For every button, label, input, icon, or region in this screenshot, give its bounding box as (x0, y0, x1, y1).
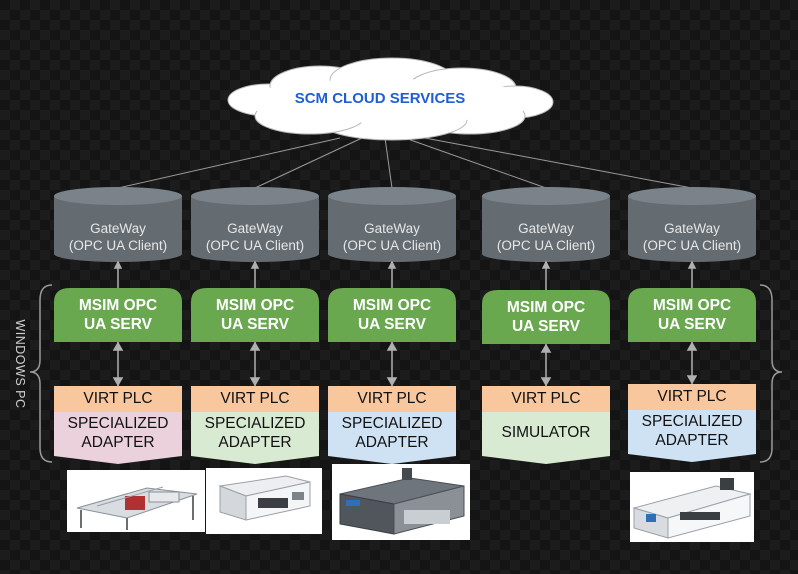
msim-shapes (54, 288, 756, 344)
msim-server-5: MSIM OPC UA SERV (628, 288, 756, 342)
edge-bander-icon (218, 475, 311, 521)
edge-banding-line-icon (632, 478, 752, 539)
virt-plc-2: VIRT PLC (191, 386, 319, 412)
msim-shape-5 (628, 288, 756, 342)
gateway-cylinder-2 (191, 187, 319, 262)
msim-server-2: MSIM OPC UA SERV (191, 288, 319, 342)
msim-5-line1: MSIM OPC (652, 297, 732, 314)
msim-3-line2: UA SERV (357, 316, 427, 333)
msim-4-line2: UA SERV (511, 318, 581, 335)
simulator-4-line1: SIMULATOR (501, 424, 591, 441)
msim-shape-4 (482, 290, 610, 344)
adapter-chevron-3 (328, 412, 456, 464)
adapter-chevron-1 (54, 412, 182, 464)
edge-banding-line-image (630, 472, 754, 542)
virt-plc-1: VIRT PLC (54, 386, 182, 412)
gateway-5: GateWay (OPC UA Client) (628, 196, 756, 258)
gateway-1: GateWay (OPC UA Client) (54, 196, 182, 258)
cloud-connectors (117, 137, 693, 189)
virt-plc-4: VIRT PLC (482, 386, 610, 412)
connector-cloud-gw3 (384, 137, 393, 189)
adapter-2: SPECIALIZED ADAPTER (191, 414, 319, 452)
adapter-chevron-2 (191, 412, 319, 464)
connector-cloud-gw4 (404, 137, 547, 189)
adapter-chevron-4 (482, 412, 610, 464)
msim-2-line1: MSIM OPC (215, 297, 295, 314)
gateway-cylinder-5 (628, 187, 756, 262)
gateway-2-line1: GateWay (227, 221, 283, 236)
msim-1-line2: UA SERV (83, 316, 153, 333)
msim-5-line2: UA SERV (657, 316, 727, 333)
adapter-3-line1: SPECIALIZED (341, 415, 443, 432)
gateway-4: GateWay (OPC UA Client) (482, 196, 610, 258)
connector-cloud-gw2 (254, 137, 363, 189)
gateway-3-line1: GateWay (364, 221, 420, 236)
msim-shape-3 (328, 288, 456, 342)
vertical-connectors (112, 260, 698, 387)
gateway-cylinders (54, 187, 756, 262)
cnc-machine-image (332, 464, 470, 540)
cnc-machine-icon (339, 468, 465, 535)
gateway-cylinder-4 (482, 187, 610, 262)
gateway-5-line1: GateWay (664, 221, 720, 236)
adapter-1: SPECIALIZED ADAPTER (54, 414, 182, 452)
msim-1-line1: MSIM OPC (78, 297, 158, 314)
gateway-3-line2: (OPC UA Client) (342, 238, 442, 253)
gateway-5-line2: (OPC UA Client) (642, 238, 742, 253)
msim-3-line1: MSIM OPC (352, 297, 432, 314)
msim-server-1: MSIM OPC UA SERV (54, 288, 182, 342)
windows-pc-label: WINDOWS PC (13, 319, 27, 409)
adapter-2-line2: ADAPTER (218, 434, 292, 451)
msim-2-line2: UA SERV (220, 316, 290, 333)
gateway-cylinder-3 (328, 187, 456, 262)
cloud-services-label: SCM CLOUD SERVICES (294, 90, 466, 107)
adapter-2-line1: SPECIALIZED (204, 415, 306, 432)
virt-plc-5: VIRT PLC (628, 384, 756, 410)
adapter-3-line2: ADAPTER (355, 434, 429, 451)
msim-4-line1: MSIM OPC (506, 299, 586, 316)
gateway-2: GateWay (OPC UA Client) (191, 196, 319, 258)
adapter-1-line2: ADAPTER (81, 434, 155, 451)
msim-server-3: MSIM OPC UA SERV (328, 288, 456, 342)
panel-saw-image (67, 470, 205, 532)
virt-plc-3: VIRT PLC (328, 386, 456, 412)
gateway-3: GateWay (OPC UA Client) (328, 196, 456, 258)
windows-pc-bracket-right (759, 284, 783, 463)
windows-pc-bracket-left (29, 284, 53, 463)
adapter-5-line1: SPECIALIZED (641, 413, 743, 430)
adapter-chevron-5 (628, 410, 756, 462)
gateway-1-line2: (OPC UA Client) (68, 238, 168, 253)
simulator-4: SIMULATOR (482, 423, 610, 442)
connector-cloud-gw5 (424, 137, 693, 189)
gateway-2-line2: (OPC UA Client) (205, 238, 305, 253)
panel-saw-icon (76, 486, 198, 530)
msim-shape-2 (191, 288, 319, 342)
gateway-cylinder-1 (54, 187, 182, 262)
adapter-3: SPECIALIZED ADAPTER (328, 414, 456, 452)
connector-cloud-gw1 (117, 137, 341, 189)
msim-server-4: MSIM OPC UA SERV (482, 290, 610, 344)
msim-shape-1 (54, 288, 182, 342)
adapter-5: SPECIALIZED ADAPTER (628, 412, 756, 450)
edge-bander-image (206, 468, 322, 534)
gateway-1-line1: GateWay (90, 221, 146, 236)
adapter-5-line2: ADAPTER (655, 432, 729, 449)
gateway-4-line2: (OPC UA Client) (496, 238, 596, 253)
adapter-1-line1: SPECIALIZED (67, 415, 169, 432)
gateway-4-line1: GateWay (518, 221, 574, 236)
